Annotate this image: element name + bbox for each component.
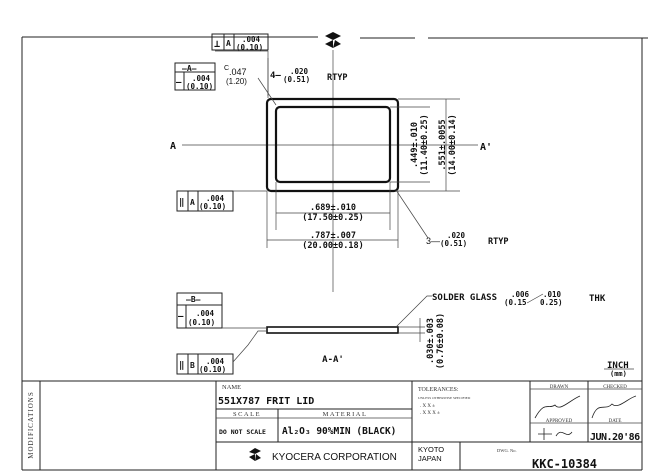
scale-value: DO NOT SCALE	[219, 428, 266, 436]
svg-text:0.25): 0.25)	[540, 298, 563, 307]
datum-a-frame: —A— — .004 (0.10)	[174, 50, 269, 98]
datum-b-frame: —B— — .004 (0.10)	[176, 292, 267, 329]
svg-text:‖: ‖	[179, 361, 184, 371]
name-label: NAME	[222, 384, 241, 391]
svg-text:.030±.003: .030±.003	[426, 318, 436, 364]
location-city: KYOTO	[418, 445, 444, 454]
corner-radius-top-callout: 4— .020 (0.51) RTYP	[270, 67, 347, 84]
datum-ref: A	[226, 39, 231, 48]
title-block: MODIFICATIONS NAME 551X787 FRIT LID SCAL…	[22, 380, 642, 471]
tolerances-label: TOLERANCES:	[418, 387, 459, 393]
svg-text:(mm): (mm)	[610, 370, 627, 378]
svg-text:(11.40±0.25): (11.40±0.25)	[420, 114, 430, 175]
svg-text:.551±.0055: .551±.0055	[438, 119, 448, 170]
svg-text:SOLDER GLASS: SOLDER GLASS	[432, 293, 497, 303]
section-left-label: A	[170, 141, 176, 152]
svg-text:(0.15: (0.15	[504, 298, 527, 307]
tol-mm: (0.10)	[236, 43, 263, 52]
dim-inner-height: .449±.010 (11.40±0.25)	[390, 106, 430, 183]
date-label: DATE	[609, 419, 622, 424]
svg-text:.010: .010	[543, 290, 562, 299]
svg-text:—: —	[178, 312, 184, 322]
svg-text:A: A	[190, 198, 195, 207]
svg-text:.004: .004	[196, 309, 215, 318]
checked-signature-icon	[591, 395, 637, 419]
gdt-parallelism-a-frame: ‖ A .004 (0.10)	[176, 190, 267, 212]
kyocera-logo-icon	[249, 448, 261, 461]
tolerance-xxx: . X X X ±	[420, 411, 440, 416]
solder-glass-callout: SOLDER GLASS .006 (0.15 .010 0.25) THK	[395, 290, 606, 328]
svg-text:(0.10): (0.10)	[188, 318, 215, 327]
svg-text:(0.10): (0.10)	[199, 365, 226, 374]
svg-text:4—: 4—	[270, 71, 281, 81]
tol-value: .004	[242, 35, 261, 44]
datum-a-label: —A—	[182, 64, 197, 73]
svg-text:C: C	[224, 65, 229, 72]
gdt-parallelism-b-frame: ‖ B .004 (0.10)	[176, 330, 267, 375]
checked-label: CHECKED	[603, 385, 627, 390]
section-right-label: A'	[480, 142, 492, 153]
svg-text:3—: 3—	[426, 236, 440, 246]
svg-text:.006: .006	[511, 290, 530, 299]
dim-outer-width: .787±.007 (20.00±0.18)	[266, 191, 399, 251]
company-name: KYOCERA CORPORATION	[272, 452, 397, 463]
svg-text:(1.20): (1.20)	[226, 77, 247, 86]
scale-label: SCALE	[233, 411, 261, 418]
drawing-number-label: DWG. No.	[497, 448, 517, 453]
svg-text:(0.51): (0.51)	[440, 239, 467, 248]
date-value: JUN.20'86	[590, 432, 640, 443]
tol-mm: (0.10)	[186, 82, 213, 91]
svg-text:.004: .004	[206, 194, 225, 203]
svg-text:—B—: —B—	[186, 295, 201, 304]
perp-symbol: ⊥	[214, 39, 220, 50]
modifications-label: MODIFICATIONS	[27, 391, 35, 458]
dim-thickness: .030±.003 (0.76±0.08)	[398, 313, 446, 369]
svg-text:.449±.010: .449±.010	[410, 122, 420, 168]
svg-text:THK: THK	[589, 294, 606, 304]
svg-text:(0.51): (0.51)	[283, 75, 310, 84]
svg-text:.689±.010: .689±.010	[310, 203, 356, 213]
svg-text:(20.00±0.18): (20.00±0.18)	[302, 241, 363, 251]
approved-signature-icon	[538, 428, 573, 440]
svg-text:(17.50±0.25): (17.50±0.25)	[302, 213, 363, 223]
tol-value: .004	[192, 74, 211, 83]
material-label: MATERIAL	[323, 411, 368, 418]
drawn-label: DRAWN	[550, 385, 569, 390]
gdt-perpendicularity-frame: ⊥ A .004 (0.10)	[211, 33, 269, 52]
svg-text:.004: .004	[206, 357, 225, 366]
chamfer-callout: C .047 (1.20)	[224, 65, 277, 106]
dim-inner-width: .689±.010 (17.50±0.25)	[275, 182, 391, 230]
lid-section-profile	[266, 326, 399, 334]
svg-text:INCH: INCH	[607, 361, 629, 371]
svg-text:.020: .020	[447, 231, 466, 240]
svg-text:.787±.007: .787±.007	[310, 231, 356, 241]
svg-text:RTYP: RTYP	[327, 73, 347, 83]
dim-outer-height: .551±.0055 (14.00±0.14)	[398, 98, 460, 192]
section-view-label: A-A'	[322, 355, 344, 365]
lid-outer-outline	[265, 97, 400, 193]
drawing-number: KKC-10384	[532, 457, 597, 471]
svg-text:‖: ‖	[179, 198, 184, 208]
tolerances-note: UNLESS OTHERWISE SPECIFIED	[418, 396, 471, 400]
svg-text:.047: .047	[229, 67, 247, 77]
approved-label: APPROVED	[546, 419, 573, 424]
svg-text:(14.00±0.14): (14.00±0.14)	[448, 114, 458, 175]
units-note: INCH (mm)	[604, 361, 634, 378]
svg-text:B: B	[190, 361, 195, 370]
drawing-name: 551X787 FRIT LID	[218, 396, 314, 407]
corner-radius-bottom-callout: 3— .020 (0.51) RTYP	[395, 189, 508, 248]
flatness-symbol: —	[176, 78, 182, 88]
svg-text:(0.76±0.08): (0.76±0.08)	[436, 313, 446, 369]
tolerance-xx: . X X ±	[420, 404, 435, 409]
svg-text:(0.10): (0.10)	[199, 202, 226, 211]
svg-text:RTYP: RTYP	[488, 237, 508, 247]
svg-text:.020: .020	[290, 67, 309, 76]
material-value: Al₂O₃ 90%MIN (BLACK)	[282, 426, 396, 437]
location-country: JAPAN	[418, 454, 442, 463]
kyocera-logo-icon	[325, 32, 341, 48]
drawn-signature-icon	[534, 395, 581, 419]
lid-inner-outline	[274, 105, 392, 184]
